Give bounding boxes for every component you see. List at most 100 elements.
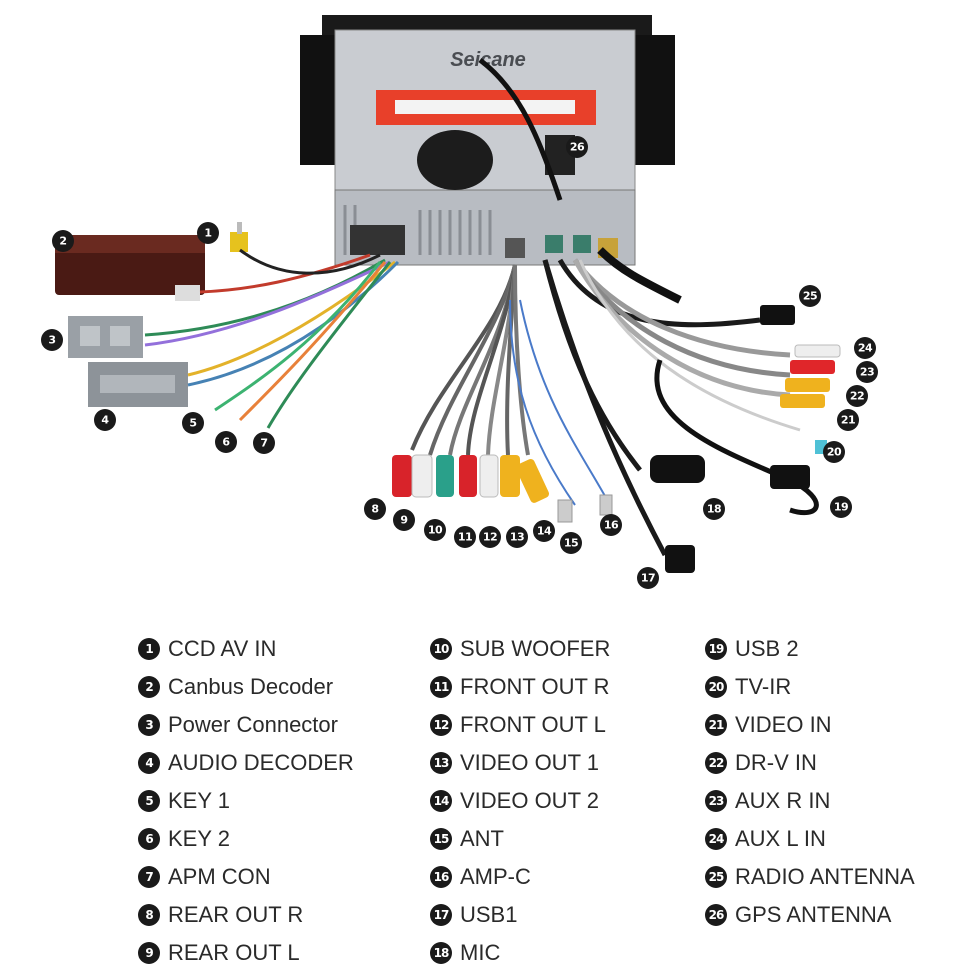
legend-label: USB1 <box>460 902 518 927</box>
legend-label: AUX L IN <box>735 826 826 851</box>
legend-label: APM CON <box>168 864 271 889</box>
legend-label: VIDEO IN <box>735 712 832 737</box>
legend-label: Power Connector <box>168 712 338 737</box>
number-badge: 3 <box>138 714 160 736</box>
legend-item: 5 KEY 1 <box>138 782 354 820</box>
svg-text:22: 22 <box>850 390 864 403</box>
svg-text:9: 9 <box>400 514 407 527</box>
legend-label: AUX R IN <box>735 788 831 813</box>
callout-6: 6 <box>215 431 237 453</box>
legend-label: KEY 2 <box>168 826 230 851</box>
svg-text:10: 10 <box>428 524 443 537</box>
number-badge: 25 <box>705 866 727 888</box>
legend-label: FRONT OUT R <box>460 674 610 699</box>
legend-item: 24 AUX L IN <box>705 820 915 858</box>
callout-15: 15 <box>560 532 582 554</box>
legend-item: 3 Power Connector <box>138 706 354 744</box>
brand-logo: Seicane <box>450 49 526 71</box>
center-wire-harness <box>410 264 611 506</box>
left-wire-harness <box>144 248 400 429</box>
callout-3: 3 <box>41 329 63 351</box>
callout-18: 18 <box>703 498 725 520</box>
number-badge: 26 <box>705 904 727 926</box>
callout-22: 22 <box>846 385 868 407</box>
number-badge: 14 <box>430 790 452 812</box>
svg-text:6: 6 <box>222 436 230 449</box>
legend-label: KEY 1 <box>168 788 230 813</box>
audio-decoder-connector <box>88 362 188 407</box>
callout-9: 9 <box>393 509 415 531</box>
callout-12: 12 <box>479 526 501 548</box>
wiring-diagram: Seicane <box>41 15 878 589</box>
legend-label: CCD AV IN <box>168 636 277 661</box>
legend-label: DR-V IN <box>735 750 817 775</box>
right-connectors <box>650 305 841 573</box>
svg-text:24: 24 <box>858 342 873 355</box>
callout-1: 1 <box>197 222 219 244</box>
legend-label: AMP-C <box>460 864 531 889</box>
svg-text:4: 4 <box>101 414 109 427</box>
number-badge: 22 <box>705 752 727 774</box>
svg-text:8: 8 <box>371 503 378 516</box>
number-badge: 10 <box>430 638 452 660</box>
svg-text:23: 23 <box>860 366 874 379</box>
svg-text:21: 21 <box>841 414 855 427</box>
svg-text:1: 1 <box>204 227 211 240</box>
svg-text:26: 26 <box>570 141 585 154</box>
number-badge: 2 <box>138 676 160 698</box>
ccd-av-in-plug <box>230 222 248 252</box>
legend-label: GPS ANTENNA <box>735 902 892 927</box>
svg-text:15: 15 <box>564 537 578 550</box>
number-badge: 8 <box>138 904 160 926</box>
head-unit: Seicane <box>300 15 675 266</box>
callout-5: 5 <box>182 412 204 434</box>
number-badge: 24 <box>705 828 727 850</box>
svg-text:16: 16 <box>604 519 619 532</box>
legend-label: Canbus Decoder <box>168 674 334 699</box>
legend-label: USB 2 <box>735 636 799 661</box>
svg-text:13: 13 <box>510 531 524 544</box>
callout-14: 14 <box>533 520 555 542</box>
svg-text:19: 19 <box>834 501 848 514</box>
callout-13: 13 <box>506 526 528 548</box>
svg-text:25: 25 <box>803 290 817 303</box>
number-badge: 11 <box>430 676 452 698</box>
legend-label: VIDEO OUT 2 <box>460 788 599 813</box>
number-badge: 6 <box>138 828 160 850</box>
number-badge: 5 <box>138 790 160 812</box>
legend-label: REAR OUT L <box>168 940 300 965</box>
legend-label: MIC <box>460 940 501 965</box>
rca-plugs <box>392 454 613 523</box>
svg-text:18: 18 <box>707 503 721 516</box>
legend-label: RADIO ANTENNA <box>735 864 915 889</box>
callout-25: 25 <box>799 285 821 307</box>
callout-2: 2 <box>52 230 74 252</box>
number-badge: 9 <box>138 942 160 964</box>
callout-4: 4 <box>94 409 116 431</box>
legend-item: 25 RADIO ANTENNA <box>705 858 915 896</box>
svg-text:3: 3 <box>48 334 55 347</box>
legend-item: 2 Canbus Decoder <box>138 668 354 706</box>
number-badge: 15 <box>430 828 452 850</box>
legend-item: 22 DR-V IN <box>705 744 915 782</box>
callout-20: 20 <box>823 441 845 463</box>
number-badge: 18 <box>430 942 452 964</box>
legend-item: 18 MIC <box>430 934 610 972</box>
number-badge: 21 <box>705 714 727 736</box>
legend-item: 9 REAR OUT L <box>138 934 354 972</box>
callout-7: 7 <box>253 432 275 454</box>
number-badge: 20 <box>705 676 727 698</box>
